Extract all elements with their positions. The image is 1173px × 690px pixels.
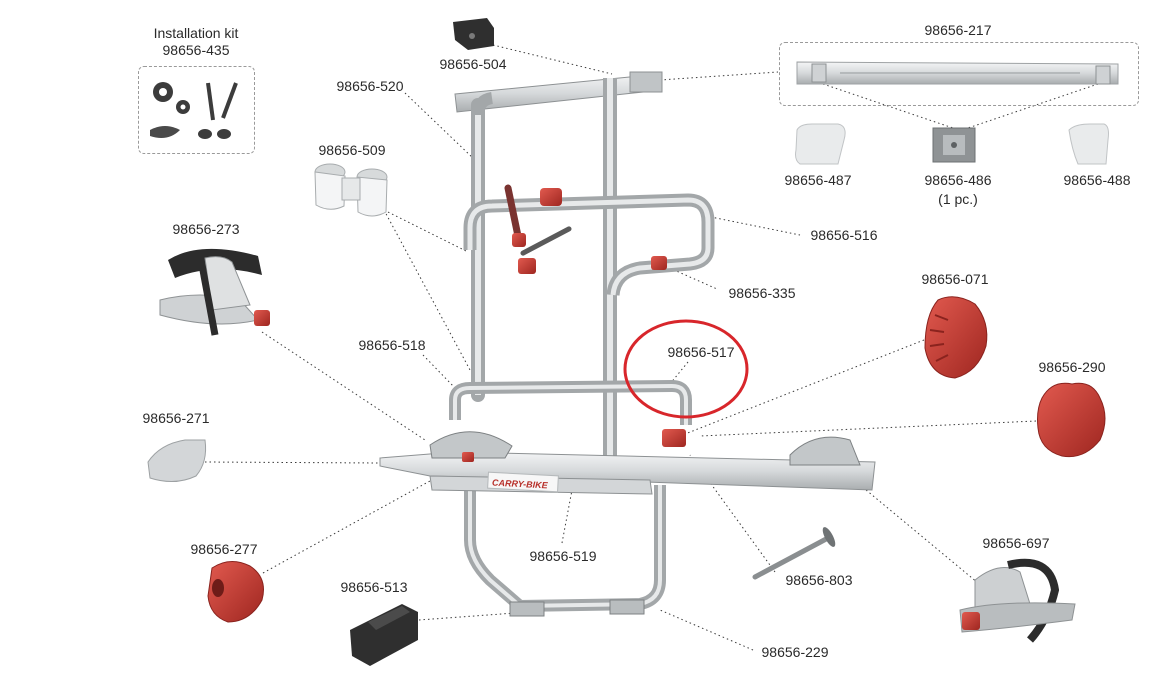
kit-part-number: 98656-435 bbox=[162, 42, 230, 58]
end-cap-487 bbox=[795, 123, 846, 165]
kit-title: Installation kit 98656-435 bbox=[154, 25, 239, 59]
label-98656-803: 98656-803 bbox=[785, 572, 853, 588]
plate-486 bbox=[932, 127, 976, 163]
wheel-holder-273 bbox=[159, 248, 270, 336]
label-98656-519: 98656-519 bbox=[529, 548, 597, 564]
bracket-504 bbox=[453, 18, 494, 50]
leader-lines bbox=[204, 44, 1099, 651]
label-98656-273: 98656-273 bbox=[172, 221, 240, 237]
end-cap-488 bbox=[1068, 123, 1109, 165]
bracket-513 bbox=[350, 604, 418, 666]
knob-290 bbox=[1037, 382, 1106, 458]
label-98656-513: 98656-513 bbox=[340, 579, 408, 595]
label-98656-488: 98656-488 bbox=[1063, 172, 1131, 188]
label-98656-335: 98656-335 bbox=[728, 285, 796, 301]
holder-509 bbox=[314, 163, 388, 217]
knob-277 bbox=[207, 561, 264, 623]
bolt-803 bbox=[752, 527, 836, 580]
kit-icons bbox=[150, 82, 238, 139]
cap-271 bbox=[147, 439, 207, 482]
label-98656-486-note: (1 pc.) bbox=[938, 191, 978, 207]
label-98656-509: 98656-509 bbox=[318, 142, 386, 158]
brand-decal: CARRY-BIKE bbox=[491, 477, 548, 491]
label-98656-520: 98656-520 bbox=[336, 78, 404, 94]
label-98656-516: 98656-516 bbox=[810, 227, 878, 243]
label-98656-518: 98656-518 bbox=[358, 337, 426, 353]
label-98656-504: 98656-504 bbox=[439, 56, 507, 72]
label-98656-071: 98656-071 bbox=[921, 271, 989, 287]
rail-parts-box bbox=[779, 42, 1139, 106]
label-98656-229: 98656-229 bbox=[761, 644, 829, 660]
ratchet-071 bbox=[924, 296, 988, 379]
label-98656-486: 98656-486 bbox=[924, 172, 992, 188]
label-98656-290: 98656-290 bbox=[1038, 359, 1106, 375]
label-98656-697: 98656-697 bbox=[982, 535, 1050, 551]
label-98656-517: 98656-517 bbox=[667, 344, 735, 360]
label-98656-271: 98656-271 bbox=[142, 410, 210, 426]
label-98656-217: 98656-217 bbox=[924, 22, 992, 38]
installation-kit-box bbox=[138, 66, 255, 154]
kit-title-text: Installation kit bbox=[153, 25, 239, 41]
wheel-holder-697 bbox=[959, 558, 1076, 643]
rail-217 bbox=[796, 61, 1119, 85]
label-98656-487: 98656-487 bbox=[784, 172, 852, 188]
label-98656-277: 98656-277 bbox=[190, 541, 258, 557]
carrier-frame bbox=[379, 71, 876, 617]
highlight-circle bbox=[623, 319, 749, 419]
